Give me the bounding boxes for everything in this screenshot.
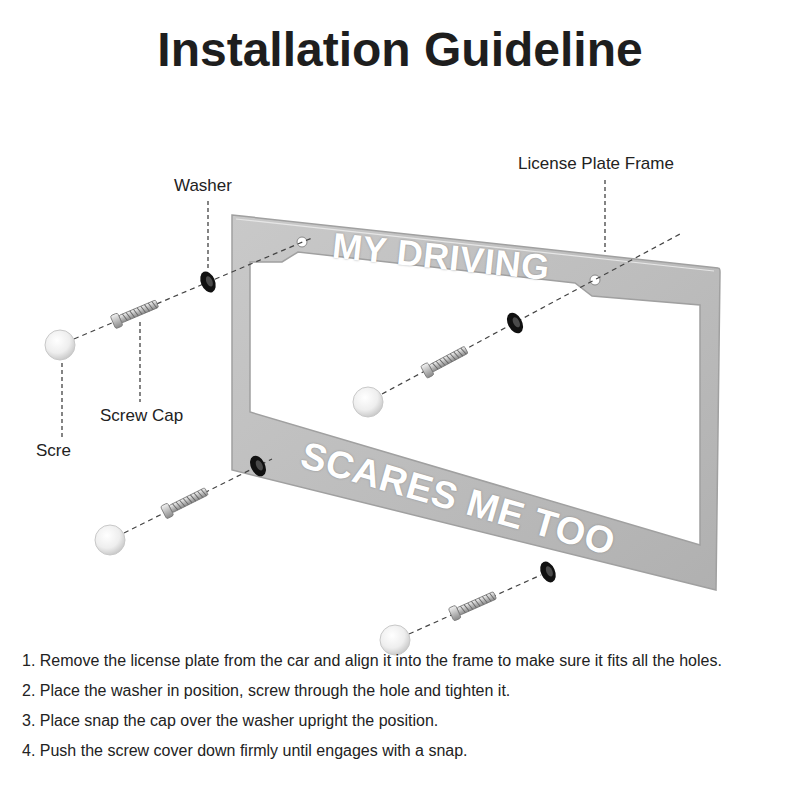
leader-lines [62,180,605,437]
title: Installation Guideline [157,22,642,77]
assembly-axes [74,234,680,634]
part-label: Washer [174,176,232,196]
screw [448,589,498,621]
instruction-step: 4. Push the screw cover down firmly unti… [22,742,468,760]
screw-cover [380,625,410,655]
plate-frame [232,215,720,590]
frame-text: SCARES ME TOO [296,434,620,565]
instruction-step: 2. Place the washer in position, screw t… [22,682,510,700]
screw-cover [353,387,383,417]
instruction-step: 3. Place snap the cap over the washer up… [22,712,438,730]
screw-cover [95,525,125,555]
washer [197,269,218,295]
screw [160,485,209,519]
screw [421,344,470,379]
frame-text: MY DRIVING [330,225,552,290]
washer [537,559,559,585]
washer [504,310,527,336]
instruction-step: 1. Remove the license plate from the car… [22,652,722,670]
part-label: Screw Cap [100,406,183,426]
screw-cover [45,330,75,360]
part-label: License Plate Frame [518,154,674,174]
screw [110,297,160,329]
mount-hole [590,275,600,285]
part-label: Scre [36,441,71,461]
washer [247,453,269,479]
